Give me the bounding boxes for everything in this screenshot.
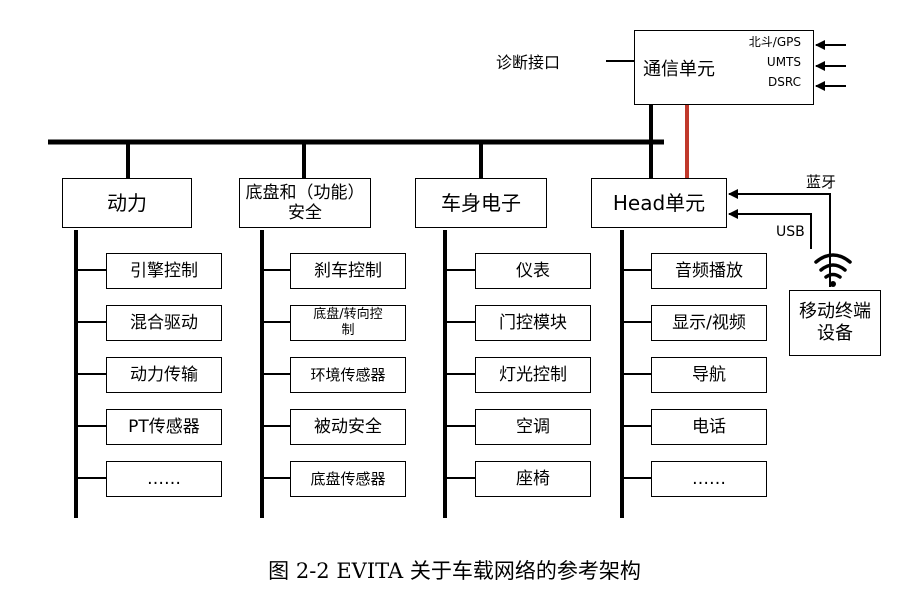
column-header-chassis-safety: 底盘和（功能）安全 <box>239 178 371 228</box>
comm-input-umts: UMTS <box>766 55 801 69</box>
comm-unit-box: 通信单元 北斗/GPS UMTS DSRC <box>634 30 814 105</box>
item-light-control: 灯光控制 <box>475 357 591 393</box>
item-door-module: 门控模块 <box>475 305 591 341</box>
wifi-dot <box>830 281 836 287</box>
column-header-head-unit: Head单元 <box>591 178 727 228</box>
usb-label: USB <box>776 224 805 240</box>
diagnostic-interface-label: 诊断接口 <box>496 53 561 72</box>
figure-caption: 图 2-2 EVITA 关于车载网络的参考架构 <box>268 559 641 583</box>
item-passive-safety: 被动安全 <box>290 409 406 445</box>
item-display-video: 显示/视频 <box>651 305 767 341</box>
comm-unit-label: 通信单元 <box>643 59 715 80</box>
column-header-power: 动力 <box>62 178 192 228</box>
wifi-icon <box>814 253 852 279</box>
item-telephone: 电话 <box>651 409 767 445</box>
item-environment-sensor: 环境传感器 <box>290 357 406 393</box>
column-2-branches <box>262 269 290 479</box>
item-navigation: 导航 <box>651 357 767 393</box>
bluetooth-label: 蓝牙 <box>806 173 837 191</box>
column-1-branches <box>76 269 106 479</box>
mobile-device-box: 移动终端设备 <box>789 290 881 356</box>
comm-input-dsrc: DSRC <box>768 75 801 89</box>
item-head-more: …… <box>651 461 767 497</box>
item-audio-playback: 音频播放 <box>651 253 767 289</box>
item-power-more: …… <box>106 461 222 497</box>
item-hybrid-drive: 混合驱动 <box>106 305 222 341</box>
usb-arrow <box>728 209 812 249</box>
column-4-branches <box>622 269 651 479</box>
item-chassis-sensor: 底盘传感器 <box>290 461 406 497</box>
item-pt-sensor: PT传感器 <box>106 409 222 445</box>
column-3-branches <box>445 269 475 479</box>
item-brake-control: 刹车控制 <box>290 253 406 289</box>
item-instrument: 仪表 <box>475 253 591 289</box>
item-chassis-steering-control: 底盘/转向控制 <box>290 305 406 341</box>
item-powertrain: 动力传输 <box>106 357 222 393</box>
mobile-device-label: 移动终端设备 <box>799 301 871 344</box>
item-air-conditioning: 空调 <box>475 409 591 445</box>
column-header-body-electronics: 车身电子 <box>415 178 547 228</box>
item-seat: 座椅 <box>475 461 591 497</box>
comm-input-gps: 北斗/GPS <box>748 35 801 49</box>
item-engine-control: 引擎控制 <box>106 253 222 289</box>
